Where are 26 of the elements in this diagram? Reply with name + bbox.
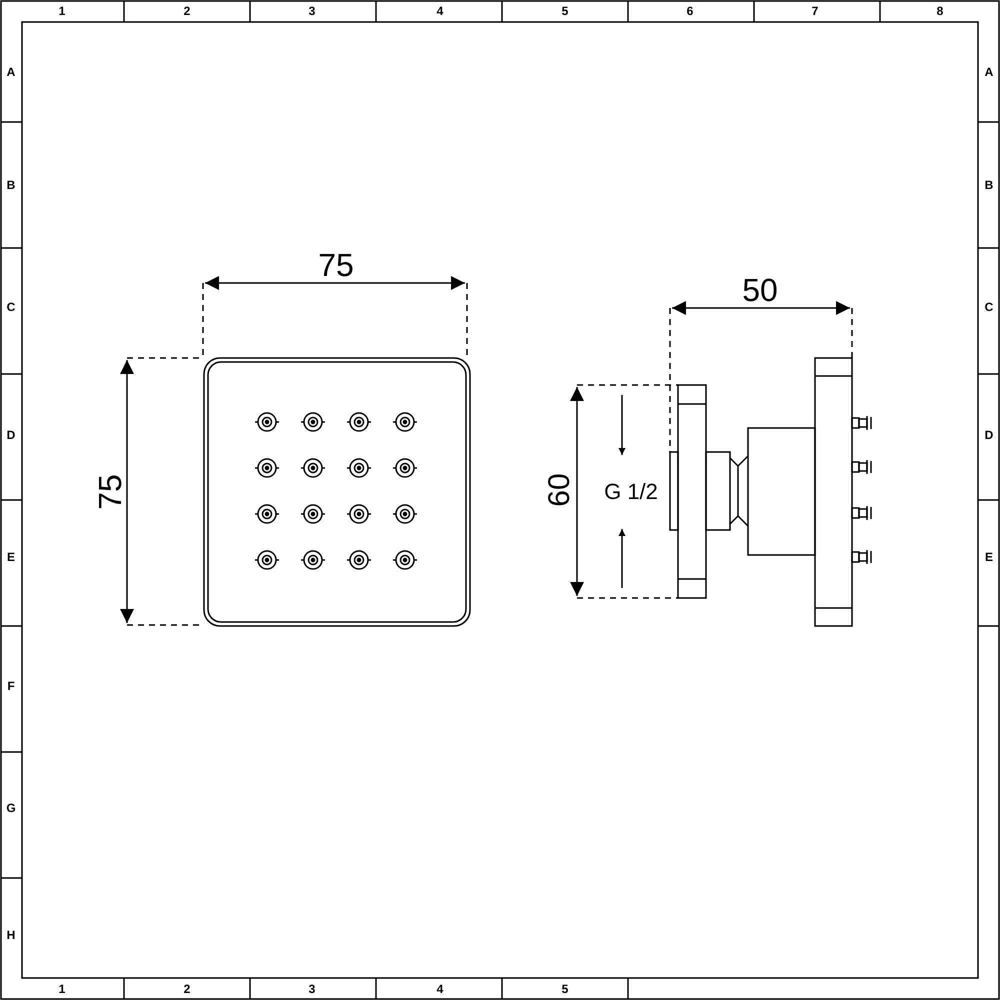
grid-reference: E bbox=[6, 551, 16, 563]
grid-reference: 6 bbox=[686, 5, 694, 17]
grid-reference: B bbox=[984, 179, 994, 191]
grid-reference: B bbox=[6, 179, 16, 191]
grid-reference: 5 bbox=[560, 5, 570, 17]
grid-reference: C bbox=[6, 301, 16, 313]
grid-reference: E bbox=[984, 551, 994, 563]
grid-reference: H bbox=[6, 929, 16, 941]
grid-reference: G bbox=[5, 802, 17, 814]
grid-reference: 3 bbox=[308, 983, 316, 995]
grid-reference: 8 bbox=[936, 5, 944, 17]
grid-reference: 1 bbox=[58, 983, 66, 995]
grid-reference: 7 bbox=[810, 5, 820, 17]
grid-reference: A bbox=[6, 66, 16, 78]
grid-reference: A bbox=[984, 66, 994, 78]
grid-reference: 2 bbox=[182, 5, 192, 17]
grid-reference: 1 bbox=[58, 5, 66, 17]
grid-reference: 3 bbox=[308, 5, 316, 17]
grid-reference: 4 bbox=[436, 5, 444, 17]
grid-reference: F bbox=[6, 680, 16, 692]
grid-reference: D bbox=[6, 429, 16, 441]
grid-reference: D bbox=[984, 429, 994, 441]
grid-reference: 5 bbox=[560, 983, 570, 995]
grid-reference: 4 bbox=[436, 983, 444, 995]
grid-reference: C bbox=[984, 301, 994, 313]
grid-reference: 2 bbox=[182, 983, 192, 995]
